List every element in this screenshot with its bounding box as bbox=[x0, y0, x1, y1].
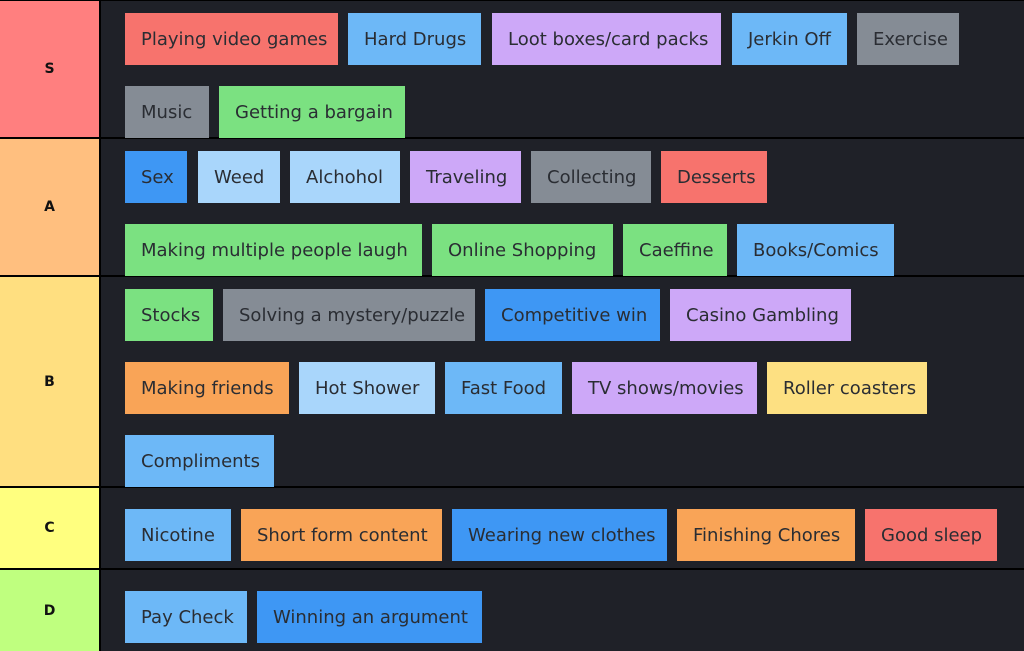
tier-item[interactable]: Loot boxes/card packs bbox=[492, 13, 721, 65]
tier-item[interactable]: Desserts bbox=[661, 151, 767, 203]
tier-label-a[interactable]: A bbox=[0, 139, 99, 275]
tier-item[interactable]: Books/Comics bbox=[737, 224, 894, 276]
tier-row-c: C Nicotine Short form content Wearing ne… bbox=[0, 488, 1024, 568]
tier-row-s: S Playing video games Hard Drugs Loot bo… bbox=[0, 1, 1024, 138]
tier-item[interactable]: Jerkin Off bbox=[732, 13, 847, 65]
tier-item[interactable]: Nicotine bbox=[125, 509, 231, 561]
tier-item[interactable]: Sex bbox=[125, 151, 187, 203]
tier-row-d: D Pay Check Winning an argument bbox=[0, 570, 1024, 651]
tier-item[interactable]: Competitive win bbox=[485, 289, 660, 341]
tier-item[interactable]: Alchohol bbox=[290, 151, 400, 203]
tier-items-d[interactable]: Pay Check Winning an argument bbox=[101, 570, 1024, 651]
tier-items-c[interactable]: Nicotine Short form content Wearing new … bbox=[101, 488, 1024, 568]
tier-item[interactable]: Making friends bbox=[125, 362, 289, 414]
tier-item[interactable]: Hot Shower bbox=[299, 362, 435, 414]
tier-items-b[interactable]: Stocks Solving a mystery/puzzle Competit… bbox=[101, 277, 1024, 487]
tier-label-d[interactable]: D bbox=[0, 570, 99, 651]
tier-items-a[interactable]: Sex Weed Alchohol Traveling Collecting D… bbox=[101, 139, 1024, 276]
tier-item[interactable]: Exercise bbox=[857, 13, 959, 65]
tier-item[interactable]: Good sleep bbox=[865, 509, 997, 561]
tier-item[interactable]: Hard Drugs bbox=[348, 13, 481, 65]
tier-item[interactable]: Traveling bbox=[410, 151, 521, 203]
tier-item[interactable]: Finishing Chores bbox=[677, 509, 855, 561]
tier-item[interactable]: Getting a bargain bbox=[219, 86, 405, 138]
tier-item[interactable]: TV shows/movies bbox=[572, 362, 757, 414]
tier-item[interactable]: Roller coasters bbox=[767, 362, 927, 414]
tier-label-b[interactable]: B bbox=[0, 277, 99, 486]
tier-item[interactable]: Short form content bbox=[241, 509, 442, 561]
tier-item[interactable]: Weed bbox=[198, 151, 280, 203]
tier-items-s[interactable]: Playing video games Hard Drugs Loot boxe… bbox=[101, 1, 1024, 138]
tier-item[interactable]: Wearing new clothes bbox=[452, 509, 667, 561]
tier-item[interactable]: Pay Check bbox=[125, 591, 247, 643]
tier-item[interactable]: Compliments bbox=[125, 435, 274, 487]
tier-item[interactable]: Winning an argument bbox=[257, 591, 482, 643]
tier-item[interactable]: Stocks bbox=[125, 289, 213, 341]
tier-item[interactable]: Making multiple people laugh bbox=[125, 224, 422, 276]
tier-item[interactable]: Collecting bbox=[531, 151, 651, 203]
tier-item[interactable]: Solving a mystery/puzzle bbox=[223, 289, 475, 341]
tier-row-a: A Sex Weed Alchohol Traveling Collecting… bbox=[0, 139, 1024, 276]
tier-item[interactable]: Music bbox=[125, 86, 209, 138]
tier-item[interactable]: Online Shopping bbox=[432, 224, 613, 276]
tier-label-s[interactable]: S bbox=[0, 1, 99, 137]
tier-row-b: B Stocks Solving a mystery/puzzle Compet… bbox=[0, 277, 1024, 487]
tier-item[interactable]: Playing video games bbox=[125, 13, 338, 65]
tier-label-c[interactable]: C bbox=[0, 488, 99, 568]
tier-item[interactable]: Fast Food bbox=[445, 362, 562, 414]
tier-item[interactable]: Caeffine bbox=[623, 224, 727, 276]
tier-item[interactable]: Casino Gambling bbox=[670, 289, 851, 341]
